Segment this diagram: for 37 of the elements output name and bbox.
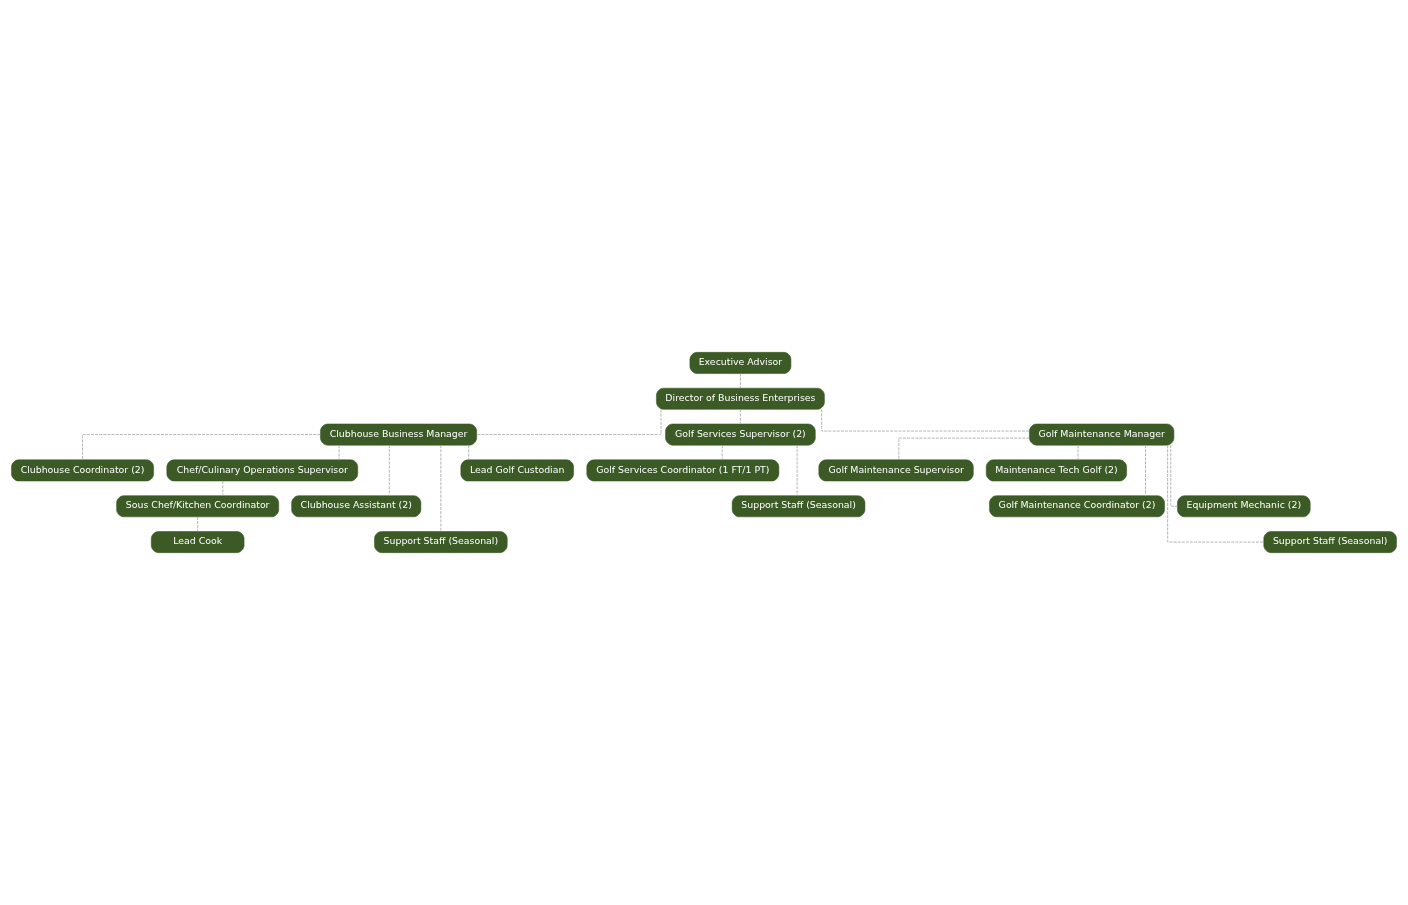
- connector: [338, 444, 340, 461]
- connector: [1077, 444, 1079, 461]
- connector: [82, 434, 321, 461]
- connector: [739, 373, 741, 389]
- connector: [440, 444, 442, 532]
- node-box: Maintenance Tech Golf (2): [985, 459, 1127, 482]
- node-box: Lead Cook: [150, 531, 245, 553]
- connector: [1170, 444, 1178, 507]
- node-box: Equipment Mechanic (2): [1177, 495, 1311, 518]
- connector: [898, 437, 1030, 461]
- node-box: Golf Maintenance Manager: [1029, 423, 1175, 446]
- connector: [197, 516, 199, 532]
- node-box: Director of Business Enterprises: [656, 387, 825, 410]
- node-box: Clubhouse Assistant (2): [291, 495, 422, 518]
- node-box: Lead Golf Custodian: [460, 459, 574, 482]
- node-box: Golf Maintenance Supervisor: [818, 459, 974, 482]
- connector: [796, 444, 798, 497]
- node-box: Golf Maintenance Coordinator (2): [989, 495, 1165, 518]
- connector: [821, 408, 1030, 432]
- node-box: Support Staff (Seasonal): [1263, 531, 1397, 553]
- node-box: Clubhouse Business Manager: [320, 423, 477, 446]
- connector: [739, 409, 741, 425]
- node-box: Executive Advisor: [689, 352, 792, 374]
- node-box: Golf Services Supervisor (2): [665, 423, 816, 446]
- node-box: Support Staff (Seasonal): [731, 495, 866, 518]
- connector: [222, 480, 224, 496]
- connector: [388, 444, 390, 497]
- node-box: Golf Services Coordinator (1 FT/1 PT): [586, 459, 780, 482]
- connector: [1145, 444, 1146, 497]
- node-box: Sous Chef/Kitchen Coordinator: [116, 495, 280, 518]
- node-box: Chef/Culinary Operations Supervisor: [166, 459, 359, 482]
- connector: [476, 409, 662, 435]
- connector: [468, 444, 470, 461]
- connector: [721, 444, 723, 461]
- node-box: Support Staff (Seasonal): [374, 531, 508, 553]
- node-box: Clubhouse Coordinator (2): [11, 459, 154, 482]
- connector: [1167, 444, 1265, 543]
